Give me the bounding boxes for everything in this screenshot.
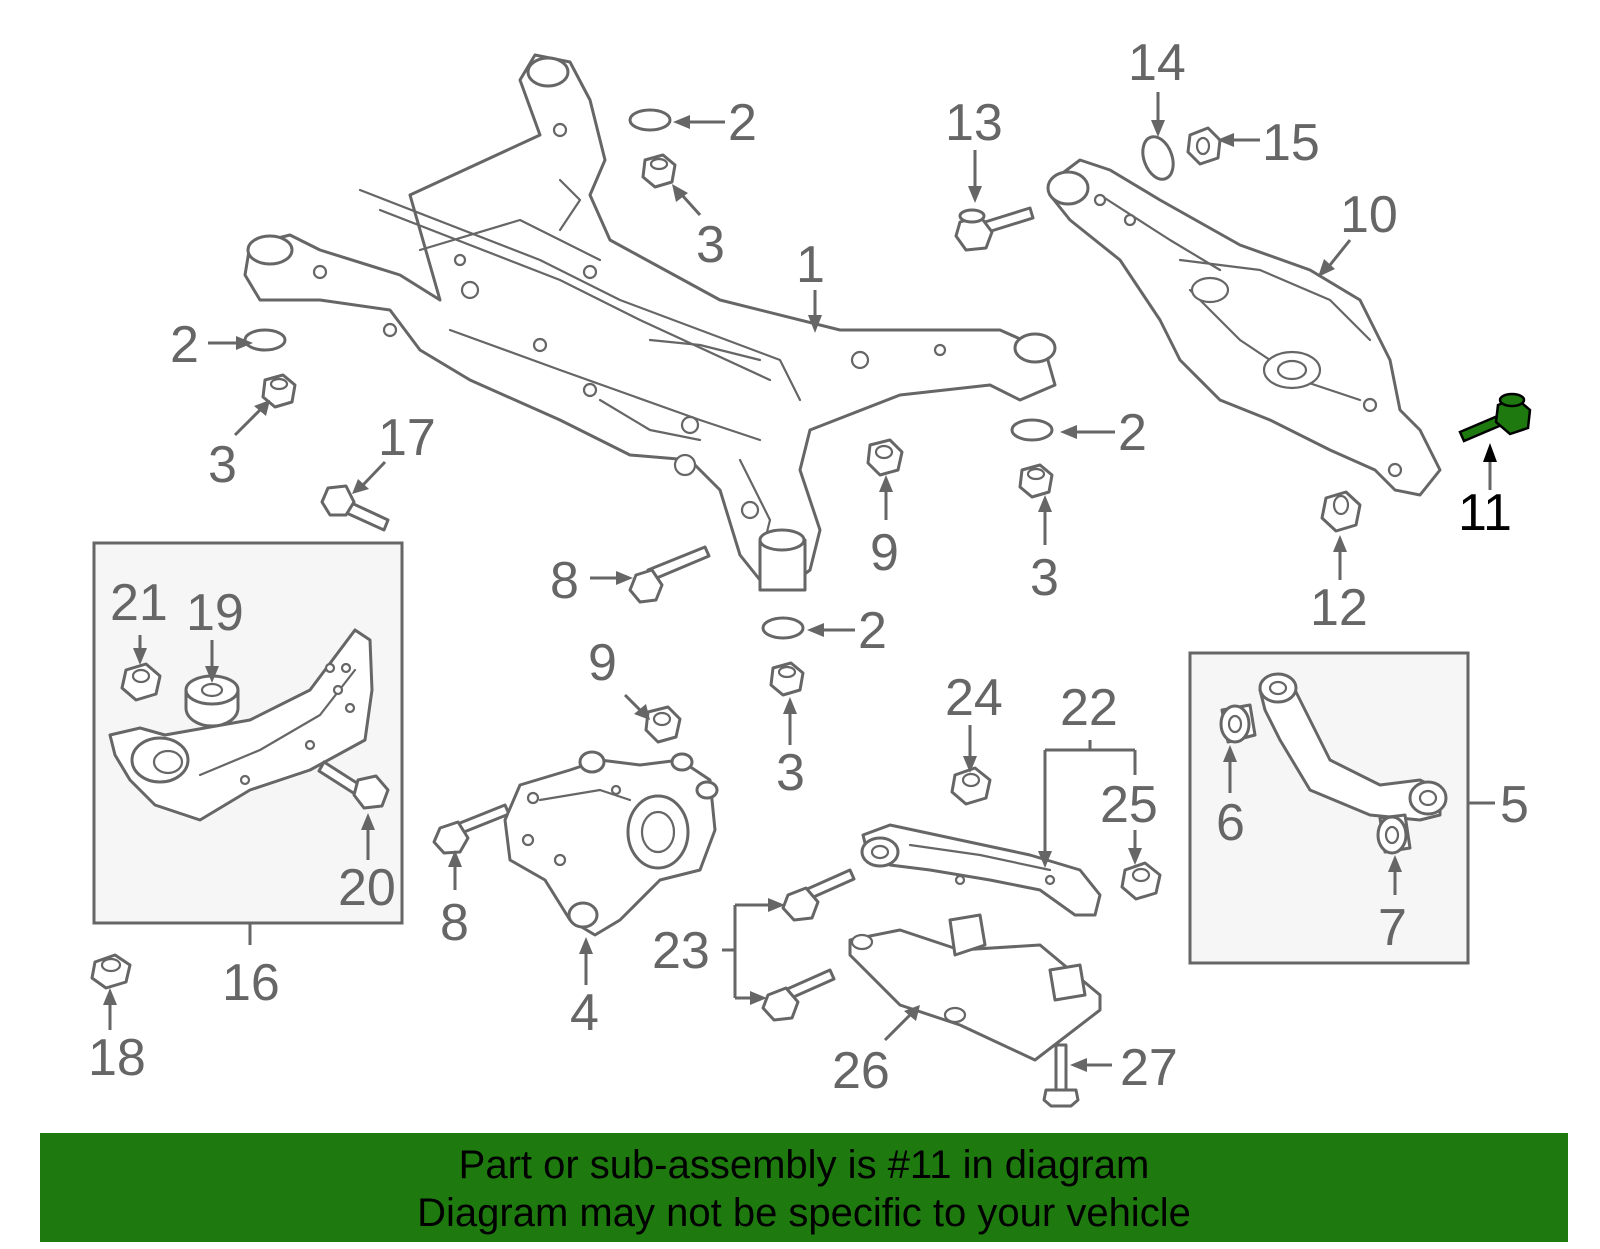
bushing-7[interactable] bbox=[1376, 813, 1412, 855]
bushing-19[interactable] bbox=[184, 674, 240, 728]
nut-9-lower[interactable] bbox=[644, 705, 682, 744]
callout-3: 3 bbox=[696, 216, 725, 274]
callout-20: 20 bbox=[338, 859, 396, 917]
trailing-arm-16[interactable] bbox=[108, 628, 374, 822]
callout-18: 18 bbox=[88, 1029, 146, 1087]
washer-14[interactable] bbox=[1137, 133, 1178, 184]
nut-12[interactable] bbox=[1320, 490, 1362, 533]
banner-line-1: Part or sub-assembly is #11 in diagram bbox=[458, 1143, 1150, 1187]
subframe-crossmember[interactable] bbox=[243, 53, 1057, 592]
nut-15[interactable] bbox=[1186, 126, 1222, 166]
nut-3-right[interactable] bbox=[1018, 463, 1054, 499]
bolt-13[interactable] bbox=[954, 206, 1035, 252]
callout-16: 16 bbox=[222, 954, 280, 1012]
nut-9-upper[interactable] bbox=[866, 438, 904, 477]
bolt-27[interactable] bbox=[1042, 1043, 1080, 1108]
nut-3-top[interactable] bbox=[641, 153, 677, 189]
bolt-8-upper[interactable] bbox=[628, 545, 711, 604]
callout-9: 9 bbox=[588, 634, 617, 692]
arm-22[interactable] bbox=[860, 823, 1102, 917]
callout-22: 22 bbox=[1060, 679, 1118, 737]
bolt-11-highlighted[interactable] bbox=[1458, 392, 1532, 443]
washer-2-top[interactable] bbox=[628, 108, 672, 132]
nut-3-bottom[interactable] bbox=[769, 661, 805, 697]
callout-9: 9 bbox=[870, 524, 899, 582]
callout-10: 10 bbox=[1340, 186, 1398, 244]
callout-1: 1 bbox=[796, 236, 825, 294]
nut-18[interactable] bbox=[90, 953, 132, 990]
callout-5: 5 bbox=[1500, 776, 1529, 834]
callout-12: 12 bbox=[1310, 579, 1368, 637]
bolt-20[interactable] bbox=[317, 760, 390, 810]
bolt-23-upper[interactable] bbox=[781, 868, 856, 922]
callout-17: 17 bbox=[378, 409, 436, 467]
callout-6: 6 bbox=[1216, 794, 1245, 852]
bolt-8-lower[interactable] bbox=[432, 803, 511, 855]
nut-25[interactable] bbox=[1120, 861, 1162, 901]
leader-lines bbox=[103, 92, 1497, 1072]
callout-3: 3 bbox=[1030, 549, 1059, 607]
callout-24: 24 bbox=[945, 669, 1003, 727]
nut-21[interactable] bbox=[120, 662, 162, 702]
lower-control-arm-10[interactable] bbox=[1046, 158, 1442, 497]
callout-23: 23 bbox=[652, 922, 710, 980]
callout-14: 14 bbox=[1128, 34, 1186, 92]
callout-3: 3 bbox=[208, 436, 237, 494]
knuckle-4[interactable] bbox=[503, 750, 719, 937]
callout-labels: 1 2 3 2 3 2 3 2 3 9 9 8 8 17 13 14 15 10… bbox=[88, 34, 1529, 1100]
callout-2: 2 bbox=[170, 316, 199, 374]
washer-2-left[interactable] bbox=[243, 328, 287, 352]
bolt-23-lower[interactable] bbox=[761, 968, 836, 1022]
callout-7: 7 bbox=[1378, 899, 1407, 957]
callout-15: 15 bbox=[1262, 114, 1320, 172]
banner-line-2: Diagram may not be specific to your vehi… bbox=[417, 1191, 1191, 1235]
washer-2-right[interactable] bbox=[1010, 418, 1054, 442]
callout-8: 8 bbox=[440, 894, 469, 952]
callout-2: 2 bbox=[858, 602, 887, 660]
callout-26: 26 bbox=[832, 1042, 890, 1100]
nut-3-left[interactable] bbox=[261, 373, 297, 409]
callout-11-highlighted: 11 bbox=[1458, 484, 1512, 542]
bolt-17[interactable] bbox=[320, 484, 390, 532]
callout-25: 25 bbox=[1100, 776, 1158, 834]
bushing-6[interactable] bbox=[1219, 703, 1257, 744]
callout-19: 19 bbox=[186, 584, 244, 642]
upper-arm-5[interactable] bbox=[1258, 672, 1448, 822]
nut-24[interactable] bbox=[950, 766, 992, 806]
callout-27: 27 bbox=[1120, 1039, 1178, 1097]
washer-2-bottom[interactable] bbox=[761, 616, 805, 640]
callout-21: 21 bbox=[110, 574, 168, 632]
callout-13: 13 bbox=[945, 94, 1003, 152]
cover-26[interactable] bbox=[848, 913, 1102, 1062]
info-banner: Part or sub-assembly is #11 in diagram D… bbox=[40, 1133, 1568, 1242]
callout-3: 3 bbox=[776, 744, 805, 802]
callout-8: 8 bbox=[550, 552, 579, 610]
callout-2: 2 bbox=[1118, 404, 1147, 462]
callout-4: 4 bbox=[570, 984, 599, 1042]
callout-2: 2 bbox=[728, 94, 757, 152]
